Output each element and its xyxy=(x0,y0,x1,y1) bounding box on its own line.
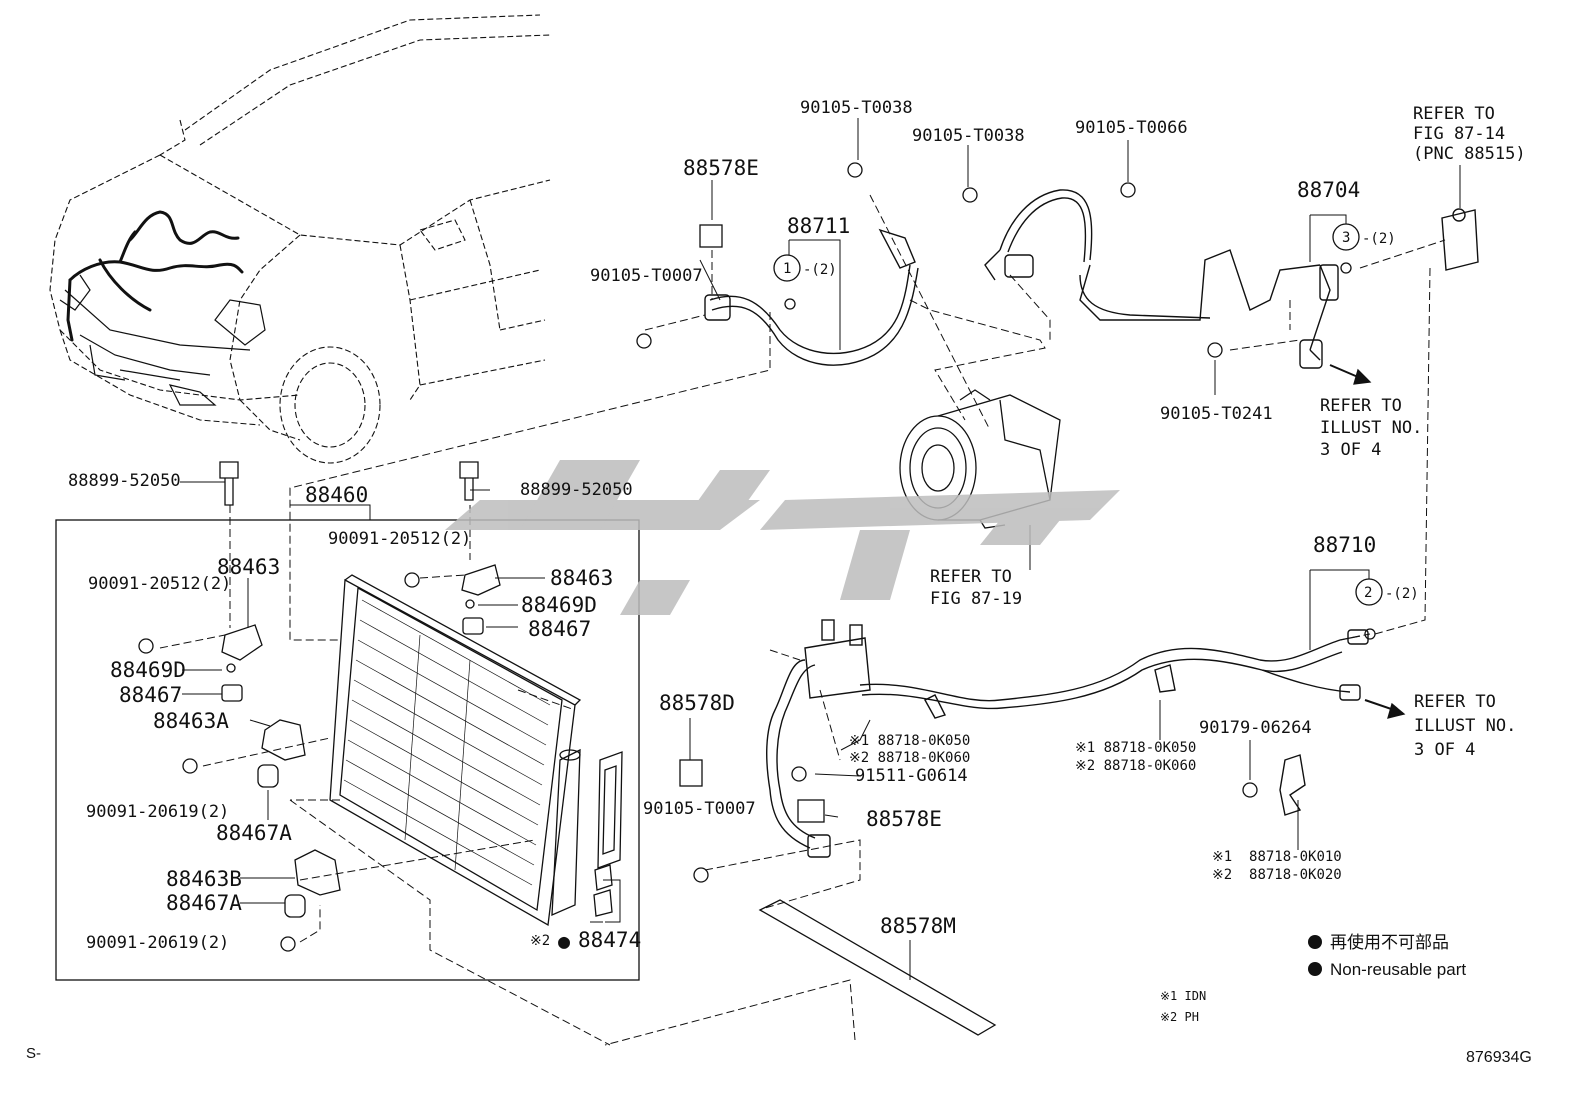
legend-japanese-text: 再使用不可部品 xyxy=(1330,933,1449,952)
callout-circle-1 xyxy=(773,254,801,282)
liquid-pipe xyxy=(766,619,1369,858)
legend-dot-icon xyxy=(1308,962,1322,976)
watermark-logo xyxy=(445,460,1120,615)
label-88463-right: 88463 xyxy=(550,566,614,590)
label-90105-T0007-lower: 90105-T0007 xyxy=(643,799,756,819)
label-88463-left: 88463 xyxy=(217,555,281,579)
label-90179-06264: 90179-06264 xyxy=(1199,718,1312,738)
label-88718-0K020: ※2 88718-0K020 xyxy=(1212,867,1342,883)
label-88474-mark: ※2 xyxy=(530,933,551,949)
label-refer-illust-lower-line2: ILLUST NO. xyxy=(1414,716,1517,736)
label-88467-left: 88467 xyxy=(119,683,183,707)
callout-3-number: 3 xyxy=(1342,230,1351,246)
misc-parts xyxy=(636,162,1406,1036)
legend-dot-icon xyxy=(1308,935,1322,949)
legend-english-text: Non-reusable part xyxy=(1330,960,1467,979)
label-refer-illust-upper-line1: REFER TO xyxy=(1320,396,1402,416)
label-90091-20512-left: 90091-20512(2) xyxy=(88,574,232,594)
label-88578M: 88578M xyxy=(880,914,956,938)
label-88460: 88460 xyxy=(305,483,369,507)
note-ph: ※2 PH xyxy=(1160,1010,1199,1024)
label-88578E-top: 88578E xyxy=(683,156,759,180)
label-refer-fig-87-14-line2: FIG 87-14 xyxy=(1413,124,1506,144)
callout-2-qty: -(2) xyxy=(1385,586,1419,602)
condenser-group-box xyxy=(55,519,640,981)
callout-1-number: 1 xyxy=(783,261,792,277)
callout-3-qty: -(2) xyxy=(1362,231,1396,247)
label-88718-0K060-b: ※2 88718-0K060 xyxy=(1075,758,1197,774)
label-90105-T0038-a: 90105-T0038 xyxy=(800,98,913,118)
footer-left-mark: S- xyxy=(26,1045,41,1062)
label-90091-20512-top: 90091-20512(2) xyxy=(328,529,472,549)
condenser-core xyxy=(329,574,623,927)
label-refer-fig-87-14-line1: REFER TO xyxy=(1413,104,1495,124)
label-refer-illust-lower-line3: 3 OF 4 xyxy=(1414,740,1476,760)
label-88718-0K050-b: ※1 88718-0K050 xyxy=(1075,740,1197,756)
wiring-harness xyxy=(66,210,244,342)
legend-english: Non-reusable part xyxy=(1308,961,1466,978)
label-88718-0K010: ※1 88718-0K010 xyxy=(1212,849,1342,865)
label-refer-illust-upper-line2: ILLUST NO. xyxy=(1320,418,1423,438)
label-88718-0K050-a: ※1 88718-0K050 xyxy=(849,733,971,749)
label-refer-illust-lower-line1: REFER TO xyxy=(1414,692,1496,712)
label-90105-T0007-top: 90105-T0007 xyxy=(590,266,703,286)
label-refer-fig-87-14-line3: (PNC 88515) xyxy=(1413,144,1526,164)
callout-1-qty: -(2) xyxy=(803,262,837,278)
label-88711: 88711 xyxy=(787,214,851,238)
note-idn: ※1 IDN xyxy=(1160,989,1207,1003)
ac-hoses-and-pipes xyxy=(704,189,1479,369)
label-88704: 88704 xyxy=(1297,178,1361,202)
label-90091-20619-lower: 90091-20619(2) xyxy=(86,933,230,953)
dashed-connection-lines xyxy=(159,194,1446,1046)
label-90105-T0066: 90105-T0066 xyxy=(1075,118,1188,138)
label-88469D-right: 88469D xyxy=(521,593,597,617)
label-88899-52050-left: 88899-52050 xyxy=(68,471,181,491)
car-front-detail xyxy=(59,274,266,406)
callout-2-number: 2 xyxy=(1364,585,1373,601)
legend-japanese: 再使用不可部品 xyxy=(1308,934,1449,951)
illustration-code: 876934G xyxy=(1466,1049,1532,1066)
fastener-parts xyxy=(138,461,613,952)
label-refer-fig-87-19-line1: REFER TO xyxy=(930,567,1012,587)
car-body-drawing xyxy=(49,14,551,464)
label-88467-right: 88467 xyxy=(528,617,592,641)
label-90091-20619-upper: 90091-20619(2) xyxy=(86,802,230,822)
label-91511-G0614: 91511-G0614 xyxy=(855,766,968,786)
label-90105-T0241: 90105-T0241 xyxy=(1160,404,1273,424)
label-refer-fig-87-19-line2: FIG 87-19 xyxy=(930,589,1023,609)
non-reusable-dot: ● xyxy=(558,929,571,953)
leader-lines xyxy=(180,118,1461,980)
label-88578E-lower: 88578E xyxy=(866,807,942,831)
label-88899-52050-right: 88899-52050 xyxy=(520,480,633,500)
label-88463B: 88463B xyxy=(166,867,242,891)
label-88467A-lower: 88467A xyxy=(166,891,242,915)
label-88469D-left: 88469D xyxy=(110,658,186,682)
label-90105-T0038-b: 90105-T0038 xyxy=(912,126,1025,146)
label-refer-illust-upper-line3: 3 OF 4 xyxy=(1320,440,1382,460)
label-88718-0K060-a: ※2 88718-0K060 xyxy=(849,750,971,766)
label-88710: 88710 xyxy=(1313,533,1377,557)
label-88463A: 88463A xyxy=(153,709,229,733)
label-88474: 88474 xyxy=(578,928,642,952)
label-88578D: 88578D xyxy=(659,691,735,715)
label-88467A-upper: 88467A xyxy=(216,821,292,845)
